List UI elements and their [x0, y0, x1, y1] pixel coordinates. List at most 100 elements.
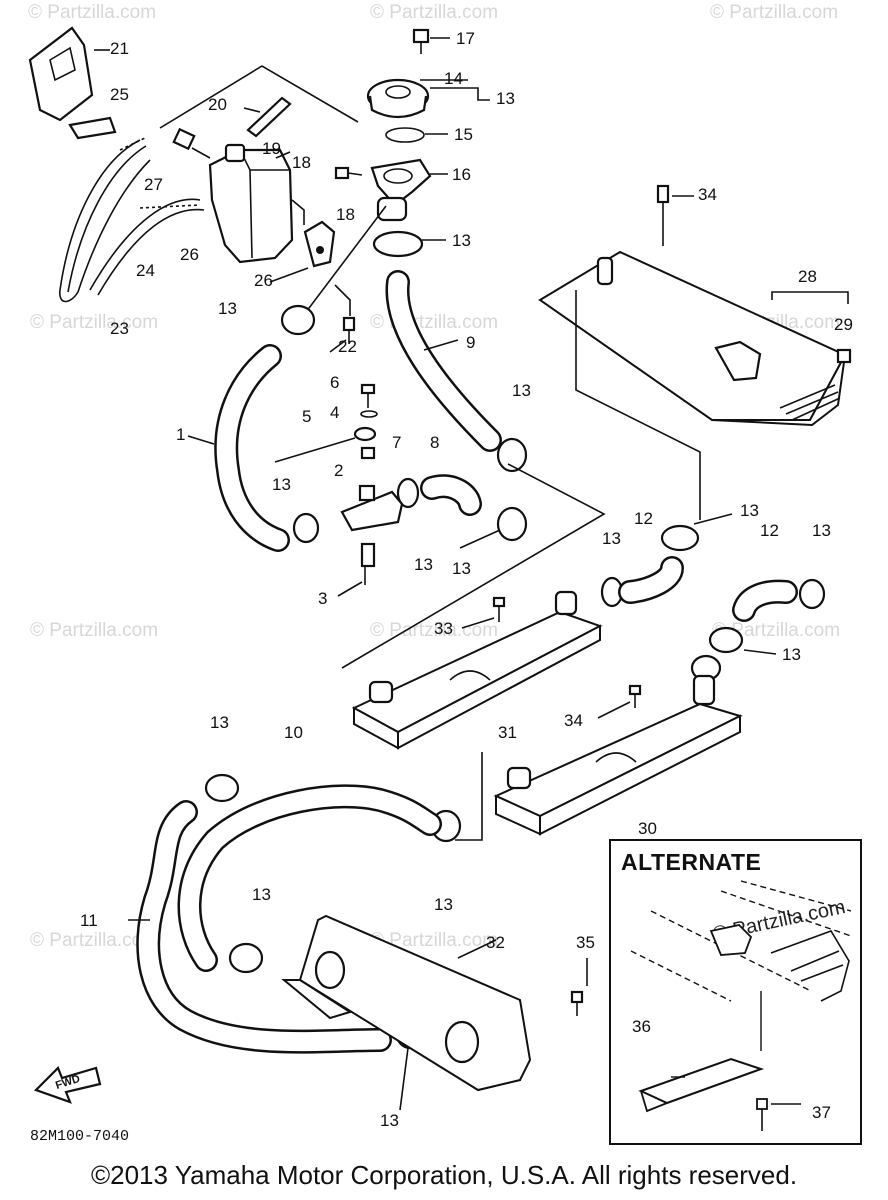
- part-label: 37: [812, 1103, 831, 1122]
- part-label: 18: [292, 153, 311, 172]
- part-label: 27: [144, 175, 163, 194]
- guide-line: [455, 752, 483, 841]
- bolt-18-side: [334, 166, 363, 180]
- bolt-35: [656, 184, 670, 246]
- watermark: © Partzilla.com: [30, 312, 159, 333]
- part-label: 34: [564, 711, 583, 730]
- part-label: 29: [834, 315, 853, 334]
- watermark: © Partzilla.com: [370, 2, 499, 23]
- radiator-cap-14: [366, 78, 430, 119]
- elbow-hose-12: [618, 556, 798, 622]
- part-label: 5: [302, 407, 312, 426]
- hose-1: [214, 344, 290, 552]
- filler-neck-17: [370, 158, 432, 222]
- heat-exchanger-33: [281, 914, 532, 1092]
- forward-arrow-icon: FWD: [33, 1066, 102, 1104]
- part-label: 24: [136, 261, 155, 280]
- bracket-plate-22: [28, 26, 117, 140]
- part-label: 13: [414, 555, 433, 574]
- part-label: 13: [452, 231, 471, 250]
- part-label: 19: [262, 139, 281, 158]
- part-label: 33: [434, 619, 453, 638]
- part-label: 13: [512, 381, 531, 400]
- bolt-6: [360, 383, 376, 408]
- part-label: 14: [444, 69, 463, 88]
- part-label: 8: [430, 433, 440, 452]
- part-label: 4: [330, 403, 340, 422]
- part-label: 22: [338, 337, 357, 356]
- diagram-code: 82M100-7040: [30, 1128, 130, 1145]
- overflow-hoses-24-25: [59, 137, 205, 303]
- part-label: 3: [318, 589, 328, 608]
- part-label: 13: [812, 521, 831, 540]
- guide-line: [291, 199, 305, 225]
- part-label: 6: [330, 373, 340, 392]
- part-label: 16: [452, 165, 471, 184]
- part-label: 13: [434, 895, 453, 914]
- watermark: © Partzilla.com: [28, 2, 157, 23]
- part-label: 21: [110, 39, 129, 58]
- part-label: 13: [740, 501, 759, 520]
- alternate-inset: ALTERNATE © Partzilla.com: [609, 839, 862, 1145]
- part-label: 1: [176, 425, 186, 444]
- part-label: 35: [576, 933, 595, 952]
- part-label: 17: [456, 29, 475, 48]
- part-label: 18: [336, 205, 355, 224]
- alternate-drawing: [630, 880, 852, 1131]
- bolt-18: [412, 28, 430, 54]
- part-label: 13: [380, 1111, 399, 1130]
- nut-30: [836, 348, 852, 364]
- part-label: 9: [466, 333, 476, 352]
- bolt-34-lower: [628, 684, 642, 708]
- part-label: 26: [180, 245, 199, 264]
- guide-line: [575, 290, 701, 520]
- watermark: © Partzilla.com: [370, 930, 499, 951]
- part-label: 10: [284, 723, 303, 742]
- hose-10: [177, 784, 442, 972]
- part-label: 13: [252, 885, 271, 904]
- junction-2: [340, 484, 404, 585]
- part-label: 23: [110, 319, 129, 338]
- fitting-28: [172, 127, 211, 159]
- copyright-text: ©2013 Yamaha Motor Corporation, U.S.A. A…: [90, 1160, 798, 1190]
- o-ring-16: [385, 127, 425, 143]
- part-label: 31: [498, 723, 517, 742]
- guide-line: [334, 284, 351, 316]
- part-label: 34: [698, 185, 717, 204]
- part-label: 2: [334, 461, 344, 480]
- cooler-32: [351, 590, 603, 750]
- bolt-23: [342, 316, 356, 344]
- hose-9: [385, 270, 502, 452]
- hose-21: [246, 96, 292, 138]
- watermark: © Partzilla.com: [30, 930, 159, 951]
- alternate-title: ALTERNATE: [621, 849, 762, 875]
- watermark: © Partzilla.com: [712, 620, 841, 641]
- part-label: 12: [760, 521, 779, 540]
- part-label: 13: [218, 299, 237, 318]
- watermark: © Partzilla.com: [710, 2, 839, 23]
- wire-5: [274, 426, 377, 463]
- watermark: © Partzilla.com: [30, 620, 159, 641]
- part-label: 26: [254, 271, 273, 290]
- part-label: 20: [208, 95, 227, 114]
- part-label: 13: [602, 529, 621, 548]
- guide-line: [299, 205, 387, 321]
- part-label: 30: [638, 819, 657, 838]
- bolt-34: [492, 596, 506, 622]
- hose-11: [136, 800, 392, 1054]
- part-label: 25: [110, 85, 129, 104]
- bracket-27: [303, 220, 336, 268]
- cooler-31: [493, 674, 743, 836]
- part-label: 12: [634, 509, 653, 528]
- washer-4: [360, 410, 378, 418]
- part-label: 11: [80, 911, 98, 930]
- guide-line: [341, 463, 606, 669]
- elbow-hose-8: [420, 474, 482, 516]
- hose-clamp-13: [204, 230, 826, 1050]
- part-label: 13: [210, 713, 229, 732]
- bolt-36: [570, 990, 584, 1016]
- heat-exchanger-29: [538, 250, 847, 427]
- part-label: 15: [454, 125, 473, 144]
- leader-lines: [94, 37, 849, 1111]
- part-label: 13: [452, 559, 471, 578]
